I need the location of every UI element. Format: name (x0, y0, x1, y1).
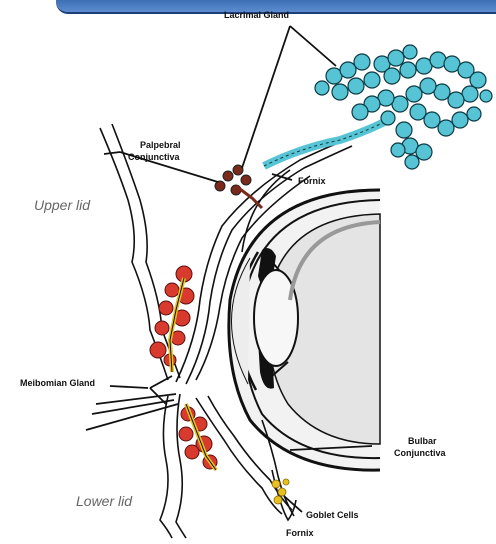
label-palpebral-conjunctiva-2: Conjunctiva (128, 152, 180, 162)
eyeball (229, 188, 380, 470)
label-fornix-lower: Fornix (286, 528, 314, 538)
label-meibomian-gland: Meibomian Gland (20, 378, 95, 388)
label-palpebral-conjunctiva-1: Palpebral (140, 140, 181, 150)
lacrimal-gland (264, 45, 492, 169)
label-lower-lid: Lower lid (76, 493, 133, 509)
label-fornix-upper: Fornix (298, 176, 326, 186)
label-bulbar-conjunctiva-1: Bulbar (408, 436, 437, 446)
label-bulbar-conjunctiva-2: Conjunctiva (394, 448, 446, 458)
label-lacrimal-gland: Lacrimal Gland (224, 10, 289, 20)
accessory-lacrimal-gland (215, 165, 262, 208)
label-upper-lid: Upper lid (34, 197, 91, 213)
meibomian-gland-lower (179, 404, 217, 470)
label-goblet-cells: Goblet Cells (306, 510, 359, 520)
